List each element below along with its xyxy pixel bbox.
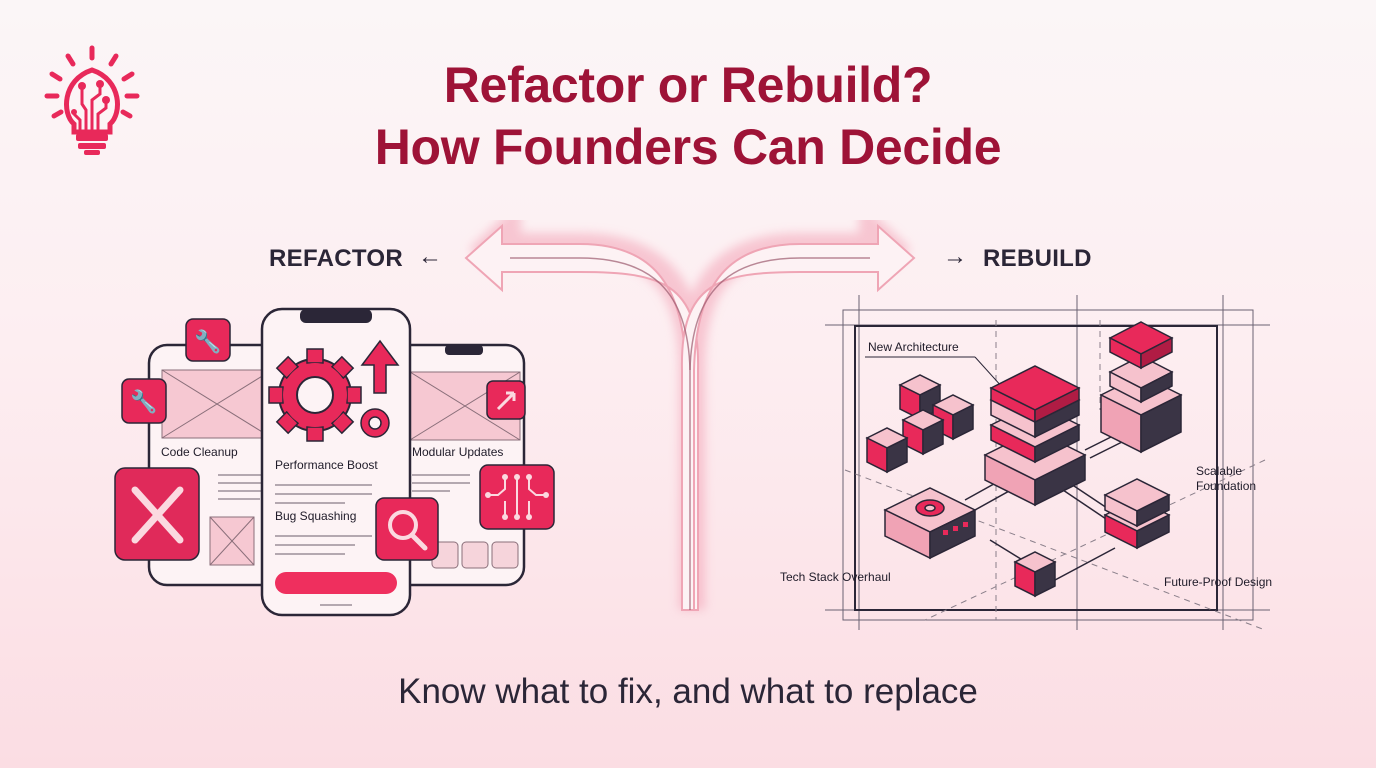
rebuild-blueprint-illustration xyxy=(825,290,1295,635)
performance-boost-label: Performance Boost xyxy=(275,458,378,472)
svg-text:🔧: 🔧 xyxy=(194,328,221,354)
tagline: Know what to fix, and what to replace xyxy=(398,672,978,711)
fork-double-arrow-icon xyxy=(430,200,950,620)
right-arrow-icon: → xyxy=(943,243,967,270)
modular-updates-label: Modular Updates xyxy=(412,445,504,459)
bug-squashing-label: Bug Squashing xyxy=(275,509,357,523)
scalable-foundation-label: Scalable Foundation xyxy=(1196,464,1256,494)
left-arrow-icon: ← xyxy=(418,243,442,270)
future-proof-design-label: Future-Proof Design xyxy=(1164,575,1273,589)
code-cleanup-label: Code Cleanup xyxy=(161,445,238,459)
svg-text:🔧: 🔧 xyxy=(130,388,157,414)
page-title-line1: Refactor or Rebuild? xyxy=(443,57,933,113)
rebuild-label: REBUILD xyxy=(983,245,1092,272)
lightbulb-logo-icon xyxy=(44,44,140,156)
page-title-line2: How Founders Can Decide xyxy=(374,119,1002,175)
new-architecture-label: New Architecture xyxy=(868,340,959,354)
scalable-foundation-line2: Foundation xyxy=(1196,479,1257,493)
tech-stack-overhaul-label: Tech Stack Overhaul xyxy=(780,570,891,584)
refactor-label: REFACTOR xyxy=(269,245,403,272)
refactor-illustration: 🔧 🔧 xyxy=(110,305,570,625)
scalable-foundation-line1: Scalable xyxy=(1196,464,1243,478)
